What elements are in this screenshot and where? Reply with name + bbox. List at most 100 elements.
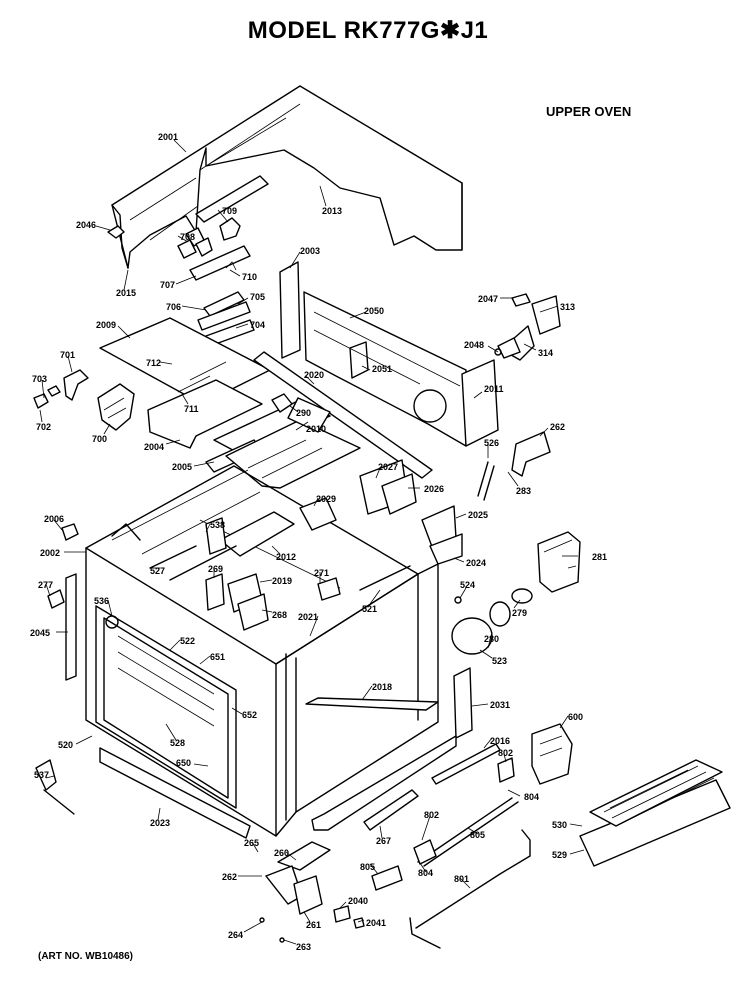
part-label: 700 — [92, 434, 107, 444]
broiler-pan-530 — [579, 759, 731, 867]
part-label: 2020 — [304, 370, 324, 380]
part-label: 802 — [498, 748, 513, 758]
part-label: 2012 — [276, 552, 296, 562]
part-label: 264 — [228, 930, 243, 940]
door-trim-2045 — [47, 523, 79, 681]
part-label: 265 — [244, 838, 259, 848]
part-label: 267 — [376, 836, 391, 846]
part-label: 652 — [242, 710, 257, 720]
part-label: 528 — [170, 738, 185, 748]
part-label: 314 — [538, 348, 553, 358]
part-label: 2047 — [478, 294, 498, 304]
control-parts-600 — [333, 723, 573, 949]
part-label: 2009 — [96, 320, 116, 330]
part-label: 521 — [362, 604, 377, 614]
part-label: 271 — [314, 568, 329, 578]
part-label: 261 — [306, 920, 321, 930]
fan-motor-313 — [494, 293, 561, 361]
leader-lines — [39, 139, 585, 945]
part-label: 2001 — [158, 132, 178, 142]
part-label: 2019 — [272, 576, 292, 586]
part-label: 709 — [222, 206, 237, 216]
part-label: 710 — [242, 272, 257, 282]
part-label: 805 — [360, 862, 375, 872]
part-label: 802 — [424, 810, 439, 820]
section-label: UPPER OVEN — [546, 104, 632, 119]
door-parts-537 — [35, 759, 331, 943]
part-label: 2002 — [40, 548, 60, 558]
part-label: 707 — [160, 280, 175, 290]
part-label: 520 — [58, 740, 73, 750]
oven-cavity-2021 — [85, 465, 463, 837]
part-label: 805 — [470, 830, 485, 840]
part-label: 702 — [36, 422, 51, 432]
part-label: 263 — [296, 942, 311, 952]
part-label: 711 — [184, 404, 199, 414]
part-label: 2041 — [366, 918, 386, 928]
part-label: 703 — [32, 374, 47, 384]
part-label: 2021 — [298, 612, 318, 622]
bottom-frame-2018 — [99, 667, 501, 839]
hinge-parts-700 — [33, 369, 135, 431]
part-label: 2011 — [484, 384, 504, 394]
art-number: (ART NO. WB10486) — [38, 951, 134, 962]
part-label: 260 — [274, 848, 289, 858]
part-label: 313 — [560, 302, 575, 312]
interior-parts — [149, 459, 417, 631]
part-label: 2005 — [172, 462, 192, 472]
part-number-labels: 2001 2046 2013 709 708 2015 707 710 2003… — [30, 132, 607, 952]
part-label: 2051 — [372, 364, 392, 374]
oven-top-frame-2020 — [205, 351, 433, 489]
part-label: 290 — [296, 408, 311, 418]
part-label: 2026 — [424, 484, 444, 494]
part-label: 537 — [34, 770, 49, 780]
part-label: 2029 — [316, 494, 336, 504]
part-label: 281 — [592, 552, 607, 562]
part-label: 2003 — [300, 246, 320, 256]
part-label: 705 — [250, 292, 265, 302]
part-label: 2015 — [116, 288, 136, 298]
oven-drawing — [33, 85, 731, 949]
part-label: 804 — [524, 792, 539, 802]
part-label: 527 — [150, 566, 165, 576]
part-label: 2045 — [30, 628, 50, 638]
part-label: 804 — [418, 868, 433, 878]
page-title: MODEL RK777G✱J1 — [247, 17, 489, 44]
part-label: 701 — [60, 350, 75, 360]
part-label: 2004 — [144, 442, 164, 452]
part-label: 2018 — [372, 682, 392, 692]
oven-light-parts — [451, 531, 581, 655]
part-label: 262 — [550, 422, 565, 432]
part-label: 529 — [552, 850, 567, 860]
part-label: 2023 — [150, 818, 170, 828]
part-label: 600 — [568, 712, 583, 722]
part-label: 650 — [176, 758, 191, 768]
part-label: 277 — [38, 580, 53, 590]
part-label: 651 — [210, 652, 225, 662]
part-label: 2040 — [348, 896, 368, 906]
part-label: 2006 — [44, 514, 64, 524]
part-label: 526 — [484, 438, 499, 448]
part-label: 2046 — [76, 220, 96, 230]
part-label: 2010 — [306, 424, 326, 434]
part-label: 524 — [460, 580, 475, 590]
part-label: 279 — [512, 608, 527, 618]
part-label: 2025 — [468, 510, 488, 520]
back-panel-2050 — [279, 261, 499, 447]
part-label: 2027 — [378, 462, 398, 472]
part-label: 2024 — [466, 558, 486, 568]
part-label: 801 — [454, 874, 469, 884]
part-label: 708 — [180, 232, 195, 242]
part-label: 522 — [180, 636, 195, 646]
part-label: 2016 — [490, 736, 510, 746]
part-label: 536 — [94, 596, 109, 606]
part-label: 704 — [250, 320, 265, 330]
part-label: 262 — [222, 872, 237, 882]
part-label: 2050 — [364, 306, 384, 316]
part-label: 523 — [492, 656, 507, 666]
part-label: 538 — [210, 520, 225, 530]
part-label: 530 — [552, 820, 567, 830]
part-label: 712 — [146, 358, 161, 368]
part-label: 706 — [166, 302, 181, 312]
